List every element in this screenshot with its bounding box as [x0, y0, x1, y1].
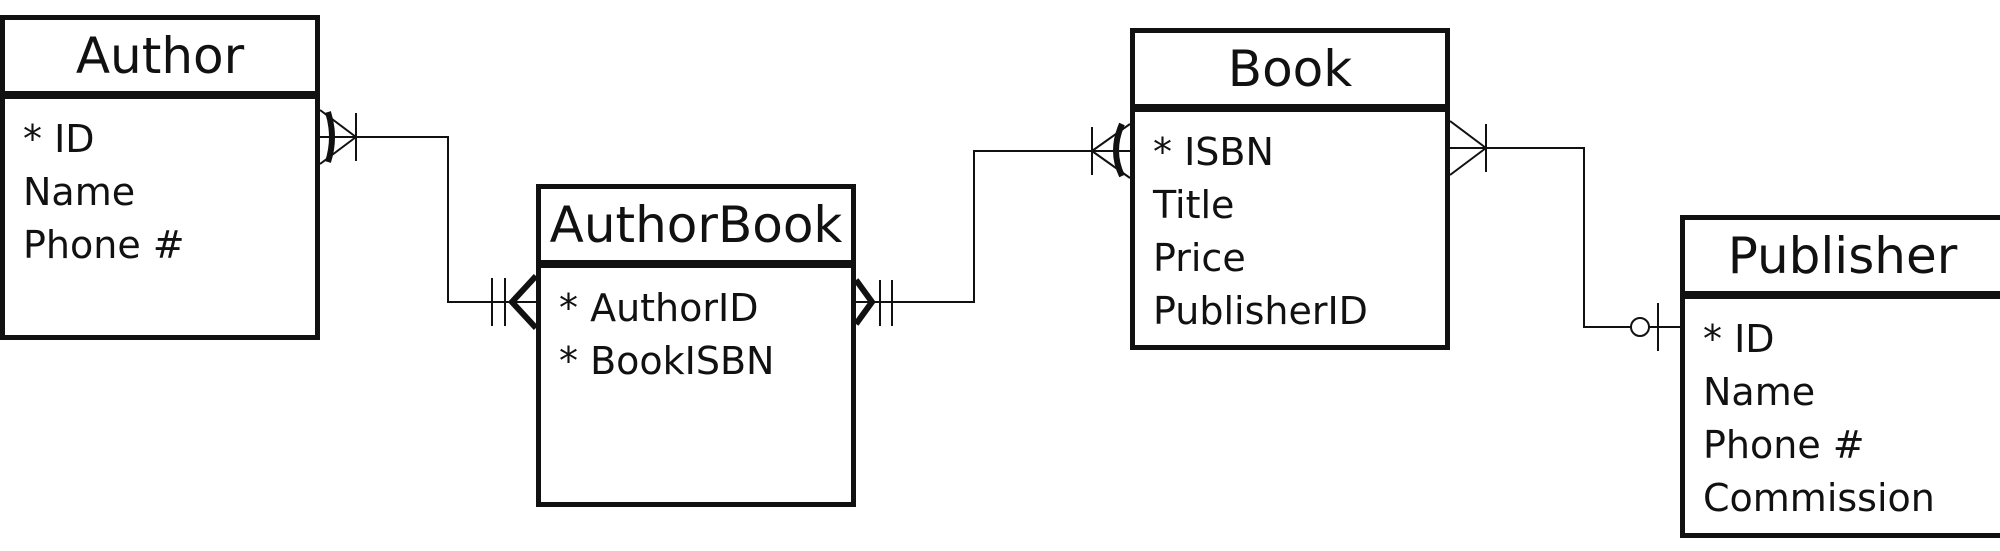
attribute-id: * ID — [23, 117, 95, 161]
attribute-name: Name — [23, 170, 136, 214]
attribute-list: * ID Name Phone # — [5, 99, 315, 272]
entity-title: Publisher — [1685, 220, 2000, 299]
crowsfoot-book-left — [1091, 123, 1131, 179]
circle-publisher — [1630, 317, 1650, 337]
attribute-commission: Commission — [1703, 476, 1935, 520]
relationship-authorbook-book — [853, 122, 1131, 326]
attribute-authorid: * AuthorID — [559, 286, 759, 330]
attribute-list: * ISBN Title Price PublisherID — [1135, 112, 1445, 338]
entity-authorbook[interactable]: AuthorBook * AuthorID * BookISBN — [536, 184, 856, 507]
crowsfoot-author — [319, 109, 357, 165]
crowsfoot-authorbook-left — [507, 273, 539, 331]
attribute-phone: Phone # — [23, 223, 185, 267]
entity-title: AuthorBook — [541, 189, 851, 268]
attribute-phone: Phone # — [1703, 423, 1865, 467]
connector-line — [856, 150, 1130, 303]
relationship-book-publisher — [1449, 120, 1680, 351]
attribute-id: * ID — [1703, 317, 1775, 361]
connector-line — [1450, 147, 1680, 328]
crowsfoot-author-bold — [325, 111, 335, 163]
attribute-title: Title — [1153, 183, 1235, 227]
attribute-isbn: * ISBN — [1153, 130, 1274, 174]
connector-line — [320, 136, 536, 303]
attribute-bookisbn: * BookISBN — [559, 339, 775, 383]
relationship-author-authorbook — [319, 109, 539, 331]
entity-author[interactable]: Author * ID Name Phone # — [0, 15, 320, 340]
entity-title: Book — [1135, 33, 1445, 112]
crowsfoot-book-right — [1449, 120, 1487, 176]
entity-title: Author — [5, 20, 315, 99]
attribute-name: Name — [1703, 370, 1816, 414]
entity-book[interactable]: Book * ISBN Title Price PublisherID — [1130, 28, 1450, 350]
attribute-publisherid: PublisherID — [1153, 289, 1368, 333]
attribute-price: Price — [1153, 236, 1246, 280]
attribute-list: * ID Name Phone # Commission — [1685, 299, 2000, 525]
crowsfoot-book-left-bold — [1113, 122, 1125, 178]
crowsfoot-authorbook-right — [853, 278, 876, 326]
attribute-list: * AuthorID * BookISBN — [541, 268, 851, 388]
entity-publisher[interactable]: Publisher * ID Name Phone # Commission — [1680, 215, 2000, 538]
